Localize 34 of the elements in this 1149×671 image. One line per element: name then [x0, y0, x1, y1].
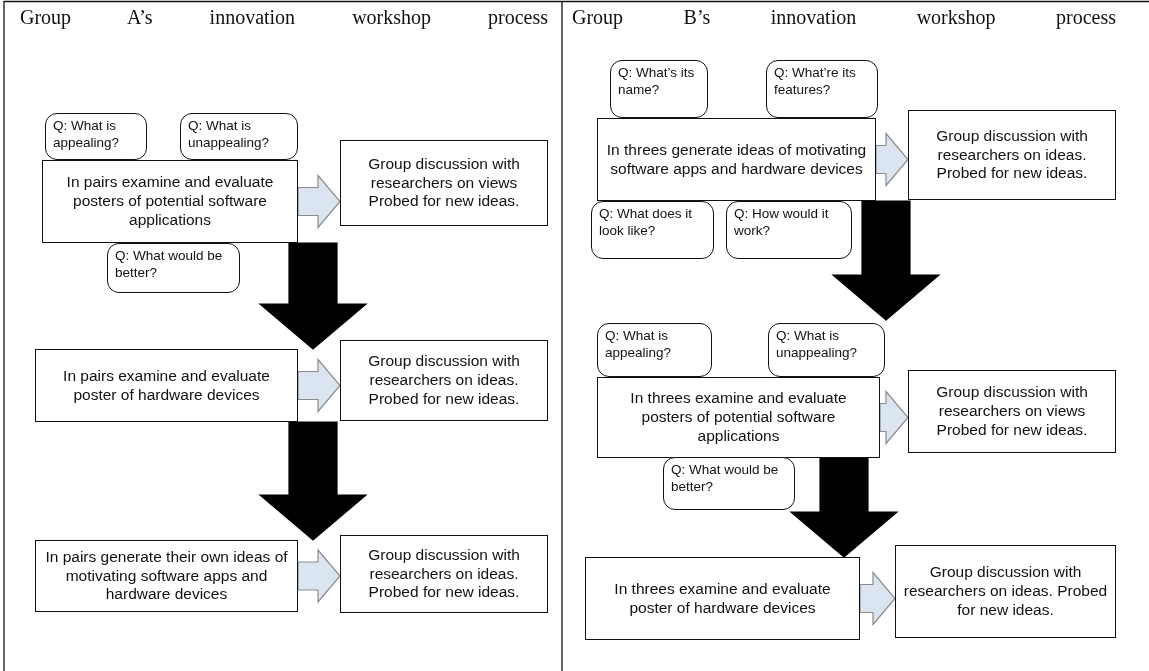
block-arrow — [789, 457, 899, 558]
hollow-arrow — [875, 131, 909, 188]
process-box: Group discussion with researchers on ideas. Probed for new ideas. — [340, 340, 548, 421]
process-box: In pairs examine and evaluate poster of hardware devices — [35, 349, 298, 422]
block-arrow — [831, 200, 941, 321]
question-bubble: Q: What does it look like? — [591, 201, 714, 259]
process-box: Group discussion with researchers on ideas. Probed for new ideas. — [895, 545, 1116, 638]
process-box: Group discussion with researchers on views Probed for new ideas. — [340, 140, 548, 226]
process-box: In pairs generate their own ideas of motivating software apps and hardware devices — [35, 540, 298, 612]
process-box: In threes examine and evaluate poster of hardware devices — [585, 557, 860, 640]
question-bubble: Q: What’re its features? — [766, 60, 878, 118]
process-box: Group discussion with researchers on ideas. Probed for new ideas. — [340, 535, 548, 613]
hollow-arrow — [859, 570, 896, 627]
hollow-arrow — [297, 173, 341, 230]
process-box: In threes generate ideas of motivating software apps and hardware devices — [597, 118, 876, 201]
question-bubble: Q: How would it work? — [726, 201, 852, 259]
block-arrow — [258, 242, 368, 350]
question-bubble: Q: What is unappealing? — [180, 113, 298, 160]
question-bubble: Q: What is appealing? — [45, 113, 147, 160]
column-heading: Group B’s innovation workshop process — [572, 6, 1116, 29]
question-bubble: Q: What is unappealing? — [768, 323, 885, 377]
column-heading: Group A’s innovation workshop process — [20, 6, 548, 29]
question-bubble: Q: What would be better? — [663, 457, 795, 510]
process-box: In pairs examine and evaluate posters of potential software applications — [42, 160, 298, 243]
question-bubble: Q: What’s its name? — [610, 60, 708, 118]
question-bubble: Q: What is appealing? — [597, 323, 712, 377]
block-arrow — [258, 421, 368, 541]
process-box: Group discussion with researchers on ideas. Probed for new ideas. — [908, 110, 1116, 200]
process-box: In threes examine and evaluate posters of potential software applications — [597, 377, 880, 458]
hollow-arrow — [297, 548, 341, 604]
process-box: Group discussion with researchers on views Probed for new ideas. — [908, 370, 1116, 453]
hollow-arrow — [879, 389, 909, 446]
hollow-arrow — [297, 357, 341, 414]
question-bubble: Q: What would be better? — [107, 243, 240, 293]
